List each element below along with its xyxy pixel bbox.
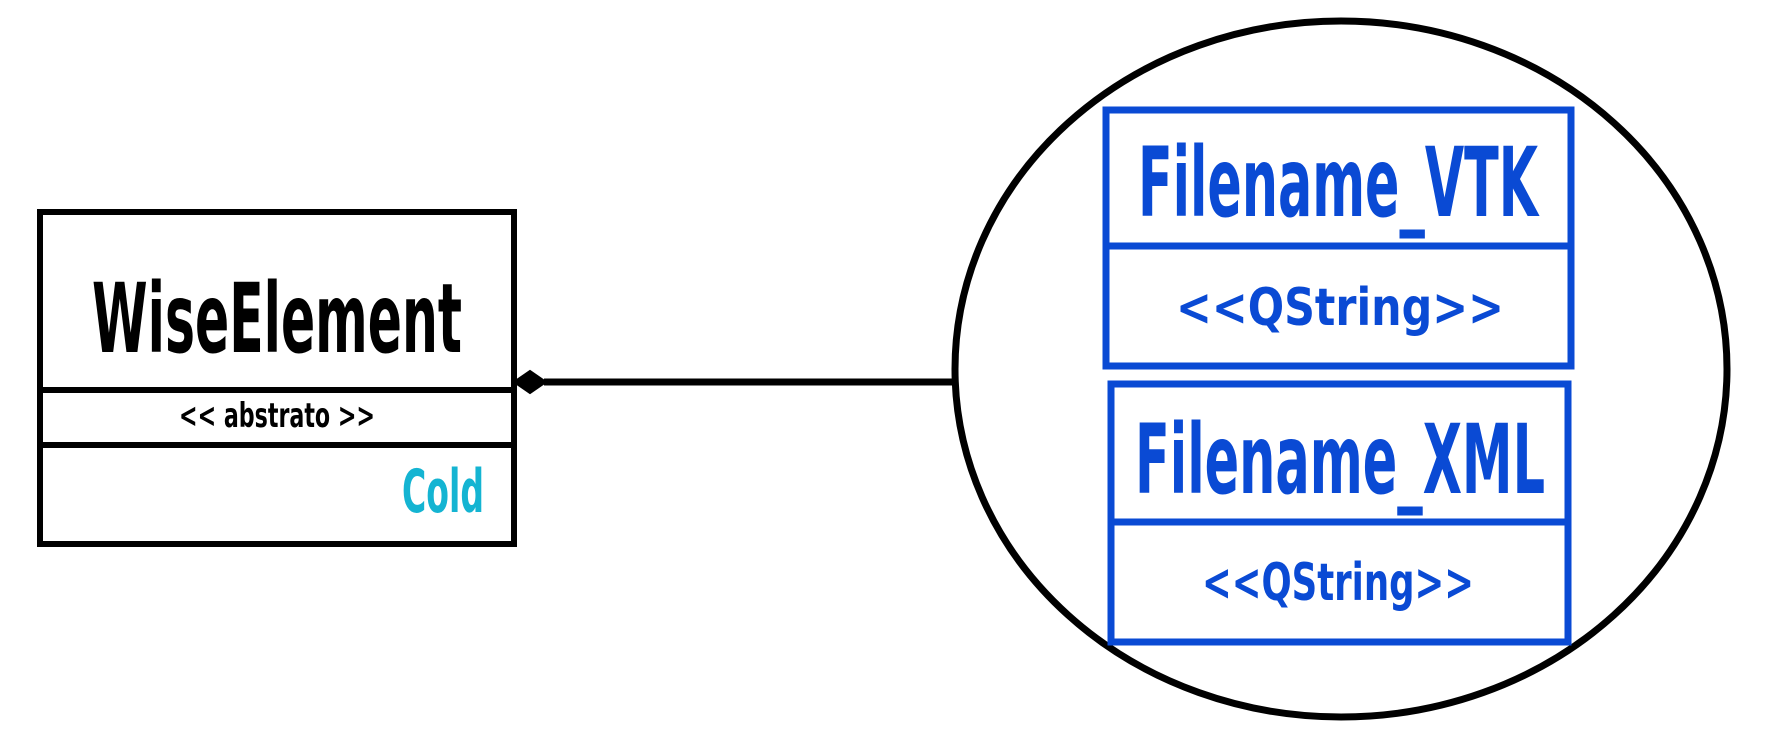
class-name: WiseElement xyxy=(92,263,462,375)
member-name: Filename_XML xyxy=(1135,404,1545,516)
member-name: Filename_VTK xyxy=(1138,127,1540,239)
member-box-outline xyxy=(1102,106,1575,370)
member-group-ellipse[interactable] xyxy=(951,17,1731,721)
member-type: <<QString>> xyxy=(1176,278,1504,338)
member-type: <<QString>> xyxy=(1202,553,1474,613)
class-wise-element[interactable]: WiseElement << abstrato >> Cold xyxy=(37,209,517,547)
member-filename-xml[interactable]: Filename_XML <<QString>> xyxy=(1107,380,1572,646)
member-filename-vtk[interactable]: Filename_VTK <<QString>> xyxy=(1102,106,1575,370)
class-box-outline xyxy=(37,209,517,547)
class-attribute-cold: Cold xyxy=(402,457,484,527)
composition-association[interactable] xyxy=(512,369,952,395)
member-box-outline xyxy=(1107,380,1572,646)
composition-diamond xyxy=(512,369,548,395)
class-stereotype: << abstrato >> xyxy=(179,396,375,436)
